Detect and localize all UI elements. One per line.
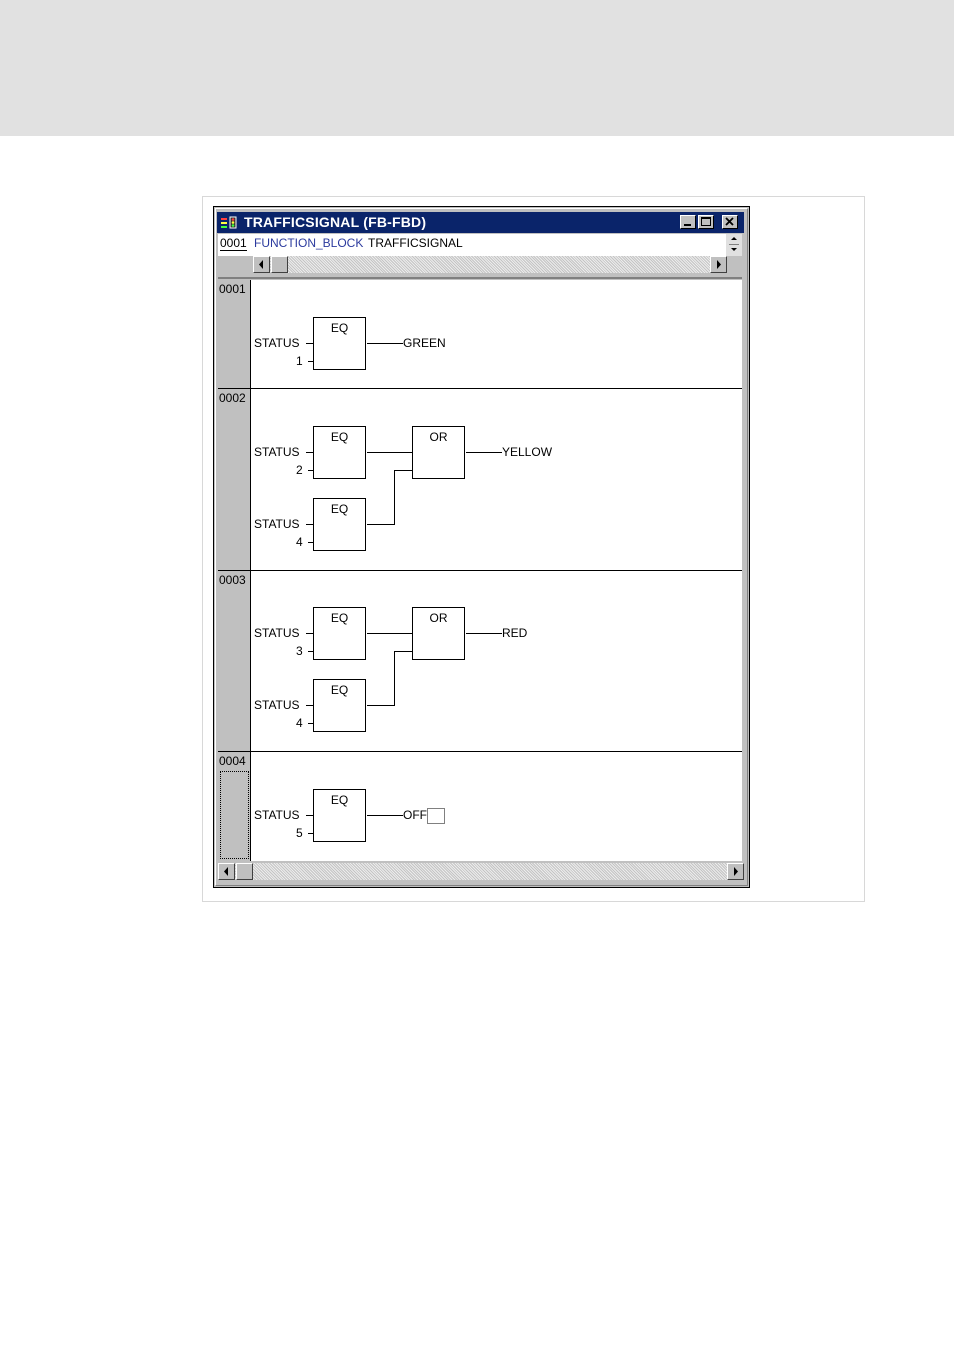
input-label[interactable]: STATUS <box>254 698 300 712</box>
wire <box>306 634 313 724</box>
fbd-canvas[interactable]: 0001 0002 0003 0004 EQ STATUS 1 GREEN <box>218 280 742 861</box>
scroll-up-down-icon <box>726 234 742 256</box>
maximize-icon <box>699 216 713 228</box>
declaration-pane[interactable]: 0001 FUNCTION_BLOCK TRAFFICSIGNAL <box>218 234 742 256</box>
scroll-thumb[interactable] <box>271 256 288 273</box>
input-label[interactable]: STATUS <box>254 445 300 459</box>
input-label[interactable]: 1 <box>296 354 303 368</box>
eq-block[interactable]: EQ <box>313 498 366 551</box>
scroll-corner <box>218 256 253 273</box>
fbd-editor-icon <box>221 216 238 229</box>
title-bar[interactable]: TRAFFICSIGNAL (FB-FBD) <box>217 212 744 233</box>
input-label[interactable]: STATUS <box>254 626 300 640</box>
canvas-horizontal-scrollbar[interactable] <box>218 863 744 880</box>
scroll-right-button[interactable] <box>710 256 727 273</box>
arrow-left-icon <box>254 257 269 272</box>
scroll-thumb[interactable] <box>236 863 253 880</box>
input-label[interactable]: 4 <box>296 716 303 730</box>
minimize-button[interactable] <box>680 215 696 229</box>
close-icon <box>723 216 737 228</box>
scroll-left-button[interactable] <box>253 256 270 273</box>
output-placeholder-box <box>428 809 445 824</box>
input-label[interactable]: STATUS <box>254 336 300 350</box>
output-label[interactable]: RED <box>502 626 527 640</box>
declaration-vertical-scrollbar[interactable] <box>726 234 742 256</box>
input-label[interactable]: STATUS <box>254 517 300 531</box>
declaration-keyword: FUNCTION_BLOCK <box>254 236 363 250</box>
arrow-right-icon <box>711 257 726 272</box>
maximize-button[interactable] <box>698 215 714 229</box>
scroll-left-button[interactable] <box>218 863 235 880</box>
eq-block[interactable]: EQ <box>313 317 366 370</box>
declaration-name: TRAFFICSIGNAL <box>368 236 463 250</box>
arrow-left-icon <box>219 864 234 879</box>
close-button[interactable] <box>722 215 738 229</box>
output-label[interactable]: GREEN <box>403 336 446 350</box>
minimize-icon <box>681 216 695 228</box>
arrow-right-icon <box>728 864 743 879</box>
eq-block[interactable]: EQ <box>313 607 366 660</box>
input-label[interactable]: 3 <box>296 644 303 658</box>
output-label[interactable]: OFF <box>403 808 427 822</box>
eq-block[interactable]: EQ <box>313 679 366 732</box>
declaration-line-number: 0001 <box>220 236 247 251</box>
input-label[interactable]: 4 <box>296 535 303 549</box>
input-label[interactable]: 5 <box>296 826 303 840</box>
input-label[interactable]: 2 <box>296 463 303 477</box>
wire <box>306 453 313 543</box>
output-label[interactable]: YELLOW <box>502 445 552 459</box>
eq-block[interactable]: EQ <box>313 426 366 479</box>
or-block[interactable]: OR <box>412 607 465 660</box>
window-title: TRAFFICSIGNAL (FB-FBD) <box>244 214 426 231</box>
scroll-right-button[interactable] <box>727 863 744 880</box>
or-block[interactable]: OR <box>412 426 465 479</box>
declaration-horizontal-scrollbar[interactable] <box>253 256 727 273</box>
pane-splitter[interactable] <box>218 277 742 279</box>
eq-block[interactable]: EQ <box>313 789 366 842</box>
page-header-band <box>0 0 954 136</box>
input-label[interactable]: STATUS <box>254 808 300 822</box>
